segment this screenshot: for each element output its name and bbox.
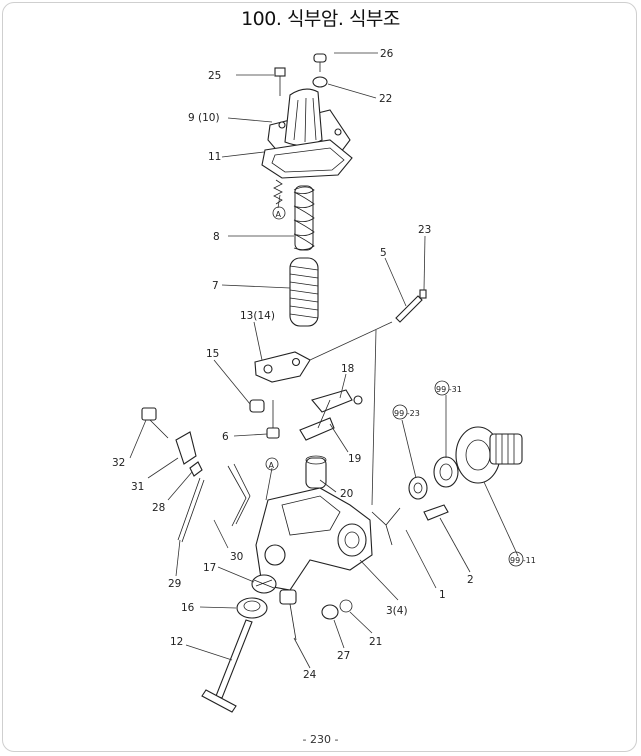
callout-15: 15: [206, 348, 219, 360]
callout-7: 7: [212, 280, 219, 292]
roller-17: [251, 574, 277, 594]
callout-30: 30: [230, 551, 243, 563]
screw-25: [274, 67, 286, 96]
pin-23: [419, 289, 427, 299]
callout-8: 8: [213, 231, 220, 243]
collar-16: [236, 597, 268, 619]
callout-2: 2: [467, 574, 474, 586]
bolt-32: [141, 407, 169, 439]
plate-31: [175, 431, 197, 465]
leader-lines: [129, 52, 519, 669]
callout-22: 22: [379, 93, 392, 105]
gasket: [261, 139, 353, 179]
spring-7: [289, 257, 319, 327]
sleeve-20: [305, 455, 327, 489]
callout-13-14: 13(14): [240, 310, 275, 322]
page-title: 100. 식부암. 식부조: [241, 8, 400, 30]
rod-12: [201, 619, 253, 713]
link-30: [227, 463, 251, 527]
callout-99-31: 99 -31: [436, 385, 462, 394]
main-body: [255, 487, 373, 591]
callout-18: 18: [341, 363, 354, 375]
callout-29: 29: [168, 578, 181, 590]
callout-9-10: 9 (10): [188, 112, 220, 124]
callout-17: 17: [203, 562, 216, 574]
callout-a-mid: A: [269, 461, 275, 470]
bracket-13: [254, 351, 311, 383]
page-number: - 230 -: [302, 733, 339, 746]
nut-15: [249, 399, 265, 413]
screw-24: [279, 589, 297, 641]
callout-a-top: A: [276, 210, 282, 219]
fork-1: [371, 507, 401, 546]
ring-21: [339, 599, 353, 613]
callout-3-4: 3(4): [386, 605, 408, 617]
bearing-99-31: [433, 456, 459, 488]
callout-19: 19: [348, 453, 361, 465]
callout-99-23: 99 -23: [394, 409, 420, 418]
callout-99-11: 99 -11: [510, 556, 536, 565]
callout-28: 28: [152, 502, 165, 514]
callout-5: 5: [380, 247, 387, 259]
callout-labels: 26 25 22 9 (10) 11 A 8 23 5 7 13(14) 15 …: [112, 48, 536, 681]
bolt-6: [266, 400, 280, 439]
callout-31: 31: [131, 481, 144, 493]
callout-1: 1: [439, 589, 446, 601]
marker-99-31-icon: [434, 380, 450, 396]
callout-32: 32: [112, 457, 125, 469]
callout-11: 11: [208, 151, 221, 163]
collar-99-23: [408, 476, 428, 500]
callout-27: 27: [337, 650, 350, 662]
marker-99-23-icon: [392, 404, 408, 420]
callout-12: 12: [170, 636, 183, 648]
screw-26: [313, 53, 327, 72]
rod-29: [177, 477, 205, 543]
callout-26: 26: [380, 48, 394, 60]
callout-6: 6: [222, 431, 229, 443]
nut-27: [321, 604, 339, 620]
marker-99-11-icon: [508, 551, 524, 567]
callout-24: 24: [303, 669, 317, 681]
small-spring-A: [273, 179, 283, 205]
callout-16: 16: [181, 602, 195, 614]
marker-a-mid-icon: [265, 457, 279, 471]
lever-18-19: [299, 389, 363, 441]
callout-25: 25: [208, 70, 221, 82]
marker-a-top-icon: [272, 206, 286, 220]
callout-23: 23: [418, 224, 431, 236]
shaft-2: [423, 504, 449, 521]
gear-99-11: [455, 426, 523, 484]
callout-20: 20: [340, 488, 353, 500]
callout-21: 21: [369, 636, 382, 648]
link-28: [189, 461, 203, 477]
washer-22: [312, 76, 328, 88]
spring-8: [293, 185, 315, 251]
pin-5: [395, 295, 423, 323]
